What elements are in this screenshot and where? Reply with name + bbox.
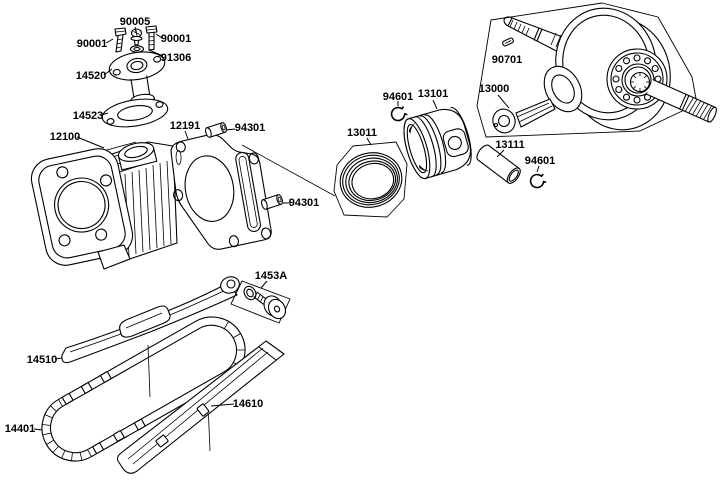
dowel-pin-94301-right [261, 194, 283, 210]
part-label-1453A: 1453A [255, 270, 287, 282]
chain-links-right [224, 321, 245, 367]
piston-ring-set-13011 [333, 141, 408, 218]
cylinder-12100 [30, 141, 178, 270]
part-label-94301-top: 94301 [235, 122, 266, 134]
tensioner-arm-14510 [61, 276, 240, 364]
part-label-90001-left: 90001 [77, 38, 108, 50]
circlip-94601-left [390, 106, 408, 122]
part-label-94601-right: 94601 [525, 155, 556, 167]
cylinder-spigot [117, 142, 158, 171]
head-gasket-12191 [170, 134, 272, 250]
part-label-90701: 90701 [492, 54, 523, 66]
crankshaft-right-shaft [646, 79, 717, 123]
bolt-90001-left [114, 27, 127, 53]
part-label-13011: 13011 [347, 127, 377, 139]
woodruff-key-90701 [502, 37, 514, 47]
cylinder-front-face [30, 148, 134, 266]
part-label-14523: 14523 [73, 110, 104, 122]
part-label-14610: 14610 [233, 398, 264, 410]
crankshaft-13000 [476, 2, 717, 138]
manifold-gasket-14523 [101, 98, 169, 128]
part-label-13101: 13101 [418, 88, 449, 100]
part-label-13111: 13111 [495, 139, 524, 151]
exploded-axis-line [241, 144, 336, 197]
part-label-94601-left: 94601 [383, 91, 414, 103]
part-label-14520: 14520 [76, 70, 107, 82]
circlip-94601-right [529, 173, 547, 189]
part-label-13000: 13000 [479, 83, 510, 95]
part-label-12100: 12100 [50, 131, 81, 143]
screw-90005 [130, 28, 143, 46]
leader-lines [33, 26, 540, 431]
piston-13101 [403, 107, 472, 180]
alignment-line-arm-chain [147, 344, 151, 398]
part-label-90001-right: 90001 [161, 33, 192, 45]
bolt-90001-right [145, 25, 158, 51]
washer-91306 [129, 45, 145, 53]
part-label-91306: 91306 [161, 52, 192, 64]
dowel-pin-94301-top [205, 122, 227, 138]
piston-pin-13111 [476, 144, 521, 184]
part-label-90005: 90005 [120, 16, 151, 28]
chain-links-left [42, 399, 92, 461]
chain-guide-14610 [116, 340, 285, 474]
part-label-14401: 14401 [5, 423, 36, 435]
part-label-94301-right: 94301 [289, 197, 320, 209]
chain-link-plates [61, 371, 146, 454]
part-label-14510: 14510 [27, 354, 58, 366]
part-label-12191: 12191 [170, 120, 201, 132]
tensioner-bolt-1453A [230, 280, 291, 324]
part-labels: 90005 90001 90001 91306 14520 14523 1210… [5, 16, 556, 435]
